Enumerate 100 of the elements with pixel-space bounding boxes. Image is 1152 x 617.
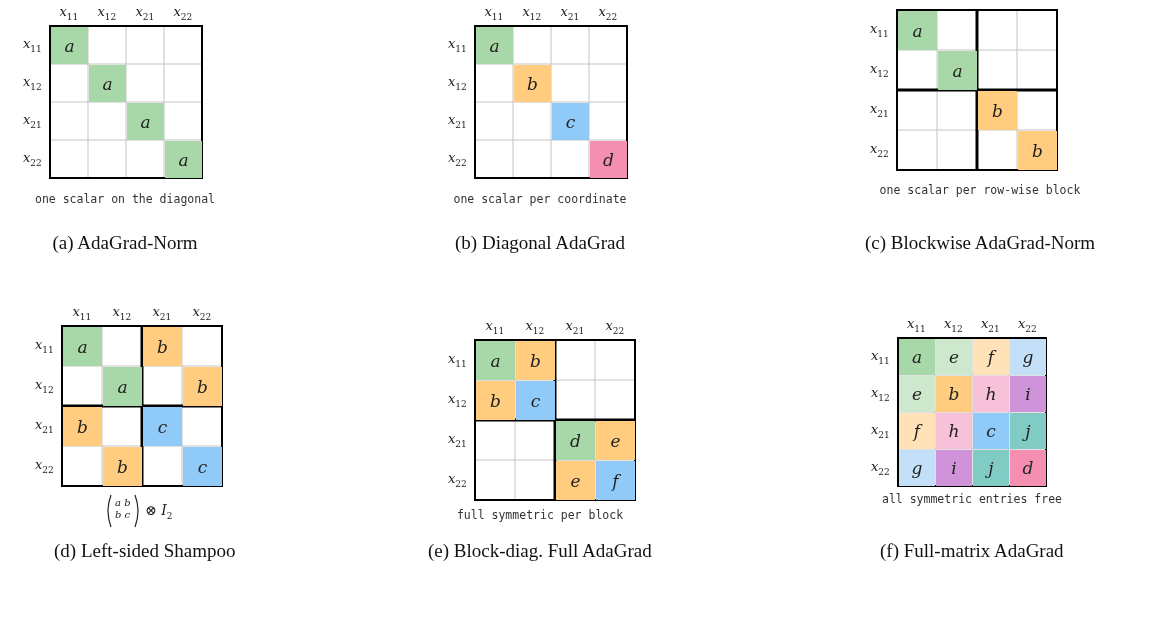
matrix-entry: a [63, 327, 102, 366]
matrix-entry: a [51, 27, 88, 64]
row-header: x$_{12}$ [448, 74, 467, 92]
matrix-entry: a [938, 51, 977, 90]
column-header: x$_{12}$ [944, 316, 963, 334]
matrix-entry: a [476, 27, 513, 64]
row-header: x$_{11}$ [448, 351, 467, 369]
figure-caption: (e) Block-diag. Full AdaGrad [428, 540, 652, 562]
matrix-entry: d [1010, 450, 1046, 486]
row-header: x$_{21}$ [448, 112, 467, 130]
column-header: x$_{12}$ [525, 318, 545, 336]
note-text: all symmetric entries free [881, 492, 1063, 507]
row-header: x$_{12}$ [448, 391, 467, 409]
row-header: x$_{21}$ [871, 421, 890, 440]
matrix-entry: e [556, 461, 595, 500]
matrix-entry: d [556, 421, 595, 460]
matrix-entry: a [898, 11, 937, 50]
column-header: x$_{21}$ [981, 316, 1000, 334]
row-header: x$_{11}$ [23, 36, 42, 54]
column-header: x$_{21}$ [565, 318, 585, 336]
matrix-entry: a [89, 65, 126, 102]
row-header: x$_{22}$ [871, 458, 890, 477]
row-header: x$_{22}$ [870, 141, 889, 159]
column-header: x$_{11}$ [72, 304, 92, 322]
matrix-entry: b [516, 341, 555, 380]
note-text: one scalar on the diagonal [34, 192, 216, 207]
figure-caption: (b) Diagonal AdaGrad [455, 232, 625, 254]
column-header: x$_{11}$ [59, 4, 79, 22]
matrix-entry: b [143, 327, 182, 366]
row-header: x$_{22}$ [23, 150, 42, 168]
matrix-entry: f [596, 461, 635, 500]
matrix-entry: i [936, 450, 972, 486]
matrix-entry: i [1010, 376, 1046, 412]
row-header: x$_{21}$ [23, 112, 42, 130]
row-header: x$_{12}$ [871, 384, 890, 403]
matrix-entry: g [1010, 339, 1046, 375]
figure-caption: (a) AdaGrad-Norm [52, 232, 198, 254]
matrix-entry: b [476, 381, 515, 420]
matrix-entry: a [476, 341, 515, 380]
note-text: one scalar per coordinate [452, 192, 628, 207]
note-text: one scalar per row-wise block [878, 183, 1082, 198]
matrix-entry: b [978, 91, 1017, 130]
matrix-entry: a [103, 367, 142, 406]
row-header: x$_{21}$ [448, 431, 467, 449]
matrix-entry: c [516, 381, 555, 420]
matrix-entry: b [103, 447, 142, 486]
column-header: x$_{21}$ [135, 4, 155, 22]
row-header: x$_{21}$ [35, 417, 54, 435]
matrix-entry: a [165, 141, 202, 178]
matrix-entry: j [973, 450, 1009, 486]
matrix-entry: f [973, 339, 1009, 375]
matrix-entry: h [973, 376, 1009, 412]
column-header: x$_{22}$ [192, 304, 212, 322]
row-header: x$_{11}$ [870, 21, 889, 39]
matrix-entry: j [1010, 413, 1046, 449]
column-header: x$_{12}$ [97, 4, 117, 22]
column-header: x$_{12}$ [112, 304, 132, 322]
matrix-row-text: b c [115, 509, 131, 520]
matrix-entry: c [183, 447, 222, 486]
matrix-row-text: a b [115, 497, 131, 508]
column-header: x$_{11}$ [484, 4, 504, 22]
matrix-entry: e [899, 376, 935, 412]
column-header: x$_{21}$ [152, 304, 172, 322]
row-header: x$_{11}$ [871, 347, 890, 366]
row-header: x$_{22}$ [35, 457, 54, 475]
matrix-entry: b [183, 367, 222, 406]
matrix-entry: b [63, 407, 102, 446]
column-header: x$_{22}$ [598, 4, 618, 22]
matrix-entry: c [143, 407, 182, 446]
matrix-entry: g [899, 450, 935, 486]
matrix-entry: a [899, 339, 935, 375]
kronecker-text: ⊗ I$_{2}$ [145, 502, 173, 521]
matrix-entry: c [973, 413, 1009, 449]
matrix-entry: a [127, 103, 164, 140]
matrix-entry: b [1018, 131, 1057, 170]
note-text: full symmetric per block [455, 508, 625, 523]
column-header: x$_{22}$ [605, 318, 625, 336]
row-header: x$_{12}$ [870, 61, 889, 79]
matrix-entry: d [590, 141, 627, 178]
row-header: x$_{12}$ [35, 377, 54, 395]
row-header: x$_{22}$ [448, 150, 467, 168]
matrix-entry: e [936, 339, 972, 375]
row-header: x$_{22}$ [448, 471, 467, 489]
row-header: x$_{11}$ [448, 36, 467, 54]
row-header: x$_{12}$ [23, 74, 42, 92]
row-header: x$_{11}$ [35, 337, 54, 355]
matrix-entry: c [552, 103, 589, 140]
figure-caption: (c) Blockwise AdaGrad-Norm [865, 232, 1096, 254]
matrix-entry: b [936, 376, 972, 412]
matrix-entry: e [596, 421, 635, 460]
column-header: x$_{22}$ [1018, 316, 1037, 334]
figure-caption: (f) Full-matrix AdaGrad [880, 540, 1064, 562]
matrix-entry: f [899, 413, 935, 449]
column-header: x$_{21}$ [560, 4, 580, 22]
column-header: x$_{22}$ [173, 4, 193, 22]
column-header: x$_{12}$ [522, 4, 542, 22]
matrix-entry: b [514, 65, 551, 102]
row-header: x$_{21}$ [870, 101, 889, 119]
column-header: x$_{11}$ [485, 318, 505, 336]
column-header: x$_{11}$ [907, 316, 926, 334]
